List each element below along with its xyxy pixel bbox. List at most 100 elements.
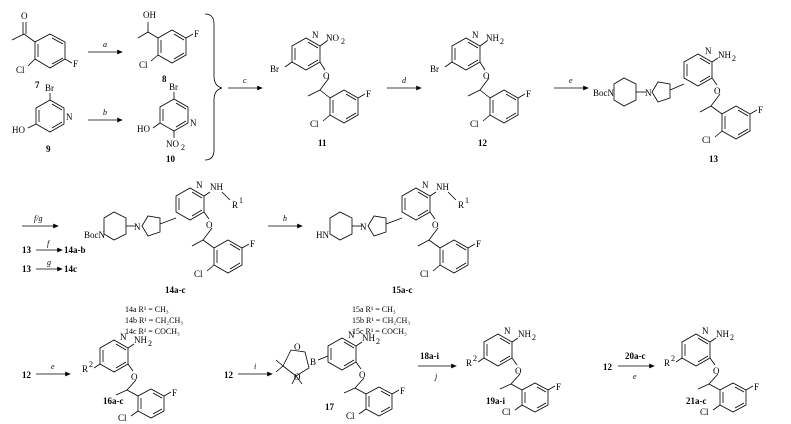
atom-label: O	[294, 372, 301, 382]
reagent-label: e	[633, 372, 637, 381]
subscript: 2	[148, 339, 152, 348]
atom-label: N	[312, 30, 319, 40]
atom-label: Cl	[502, 407, 511, 417]
atom-label: Br	[45, 83, 54, 93]
atom-label: BocN	[84, 230, 105, 240]
compound-label: 8	[162, 74, 167, 84]
atom-label: O	[21, 11, 28, 21]
compound-label: 13	[22, 245, 32, 255]
atom-label: F	[250, 239, 255, 249]
atom-label: Cl	[310, 119, 319, 129]
superscript: 2	[89, 360, 93, 369]
atom-label: O	[131, 372, 138, 382]
subscript: 2	[181, 143, 185, 152]
reagent-label: e	[51, 362, 55, 371]
superscript: 2	[671, 354, 675, 363]
compound-label: 17	[325, 402, 335, 412]
reagent-label: d	[402, 76, 407, 85]
compound-label: 12	[224, 370, 234, 380]
atom-label: R	[232, 200, 238, 210]
atom-label: N	[196, 180, 203, 190]
compound-14-structure	[103, 187, 250, 274]
reagent-label: f	[47, 239, 51, 248]
atom-label: N	[348, 330, 355, 340]
atom-label: NH	[518, 329, 531, 339]
atom-label: O	[294, 342, 301, 352]
reagent-label: f/g	[34, 214, 42, 223]
compound-label: 11	[318, 138, 327, 148]
compound-label: 7	[35, 80, 40, 90]
atom-label: N	[504, 326, 511, 336]
atom-label: N	[360, 222, 367, 232]
compound-label: 13	[22, 264, 32, 274]
r-group-definition: 14a R¹ = CH₃	[125, 305, 169, 314]
subscript: 2	[500, 37, 504, 46]
compound-label: 18a-i	[420, 351, 439, 361]
atom-label: N	[66, 112, 73, 122]
atom-label: NO	[166, 139, 179, 149]
atom-label: R	[458, 200, 464, 210]
atom-label: Cl	[700, 407, 709, 417]
atom-label: Cl	[194, 269, 203, 279]
atom-label: NH	[436, 182, 449, 192]
atom-label: NH	[362, 333, 375, 343]
atom-label: O	[714, 86, 721, 96]
atom-label: Br	[270, 64, 279, 74]
atom-label: Br	[430, 64, 439, 74]
compound-13-structure	[613, 53, 758, 140]
atom-label: F	[366, 89, 371, 99]
compound-label: 19a-i	[486, 396, 505, 406]
atom-label: R	[82, 364, 88, 374]
reagent-label: i	[254, 362, 256, 371]
reagent-label: a	[103, 40, 107, 49]
merge-brace	[204, 13, 223, 161]
atom-label: N	[120, 332, 127, 342]
atom-label: O	[432, 220, 439, 230]
compound-label: 14c	[64, 264, 77, 274]
subscript: 2	[732, 54, 736, 63]
compound-15-structure	[329, 187, 476, 274]
atom-label: Cl	[139, 60, 148, 70]
compound-16-structure	[93, 339, 172, 419]
subscript: 2	[376, 337, 380, 346]
reagent-label: g	[47, 258, 51, 267]
atom-label: F	[526, 89, 531, 99]
atom-label: F	[73, 59, 78, 69]
atom-label: F	[476, 239, 481, 249]
atom-label: NH	[134, 335, 147, 345]
superscript: 2	[473, 354, 477, 363]
atom-label: O	[713, 366, 720, 376]
atom-label: BocN	[593, 88, 614, 98]
atom-label: F	[400, 386, 405, 396]
atom-label: HO	[137, 124, 150, 134]
atom-label: Cl	[16, 65, 25, 75]
atom-label: N	[134, 222, 141, 232]
atom-label: HO	[12, 125, 25, 135]
atom-label: O	[323, 71, 330, 81]
atom-label: O	[206, 220, 213, 230]
atom-label: NH	[716, 329, 729, 339]
atom-label: N	[645, 88, 652, 98]
compound-label: 12	[22, 370, 32, 380]
atom-label: R	[466, 358, 472, 368]
atom-label: R	[664, 358, 670, 368]
reagent-label: b	[103, 108, 107, 117]
compound-label: 20a-c	[625, 351, 646, 361]
atom-label: NH	[718, 50, 731, 60]
compound-9-structure	[27, 93, 65, 133]
atom-label: NO	[326, 33, 339, 43]
subscript: 2	[341, 37, 345, 46]
r-group-definition: 14c R¹ = COCH₃	[125, 327, 180, 336]
compound-8-structure	[137, 22, 194, 64]
atom-label: F	[194, 29, 199, 39]
r-group-definition: 14b R¹ = CH₂CH₃	[125, 316, 183, 325]
atom-label: Cl	[118, 413, 127, 423]
compound-19-structure	[477, 333, 556, 413]
compound-label: 9	[46, 144, 51, 154]
atom-label: HN	[316, 230, 329, 240]
reagent-label: j	[434, 372, 438, 381]
atom-label: O	[483, 71, 490, 81]
atom-label: B	[310, 357, 316, 367]
atom-label: F	[556, 382, 561, 392]
